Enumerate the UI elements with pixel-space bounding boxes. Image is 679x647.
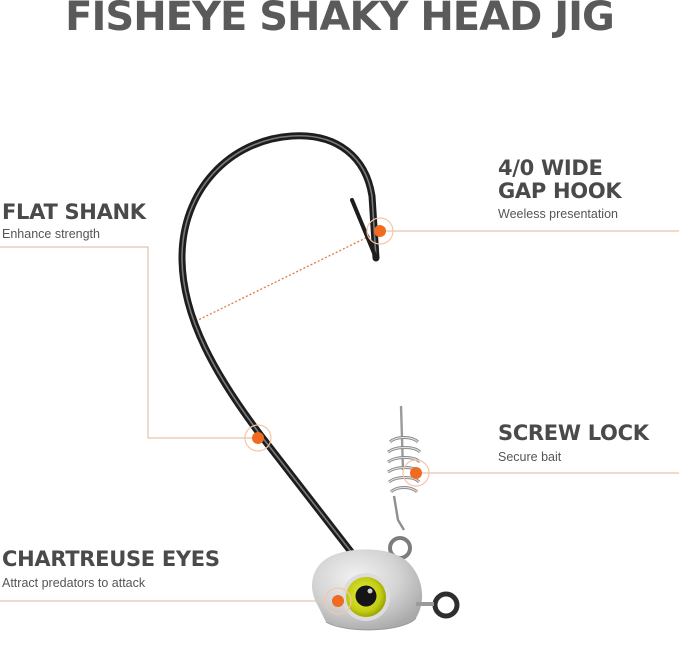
marker-screw-lock-icon (402, 459, 430, 487)
callout-markers (244, 217, 430, 615)
marker-flat-shank-icon (244, 424, 272, 452)
screw-lock-illustration (387, 405, 422, 560)
gap-measure-line (191, 231, 379, 324)
chartreuse-eyes-subtitle: Attract predators to attack (2, 576, 146, 590)
flat-shank-title: FLAT SHANK (2, 200, 146, 224)
screw-lock-title: SCREW LOCK (498, 421, 649, 445)
leader-lines (0, 230, 679, 602)
screw-lock-subtitle: Secure bait (498, 450, 562, 464)
chartreuse-eyes-title: CHARTREUSE EYES (2, 547, 220, 571)
flat-shank-subtitle: Enhance strength (2, 227, 100, 241)
leader-line-flat-shank (0, 246, 254, 439)
marker-wide-gap-hook-icon (366, 217, 394, 245)
wide-gap-hook-title-line2: GAP HOOK (498, 179, 622, 203)
fish-eye-illustration (342, 573, 390, 621)
wide-gap-hook-title-line1: 4/0 WIDE (498, 156, 603, 180)
hook-illustration (178, 132, 380, 557)
wide-gap-hook-subtitle: Weeless presentation (498, 207, 618, 221)
marker-chartreuse-eyes-icon (324, 587, 352, 615)
page-title: FISHEYE SHAKY HEAD JIG (65, 0, 615, 40)
